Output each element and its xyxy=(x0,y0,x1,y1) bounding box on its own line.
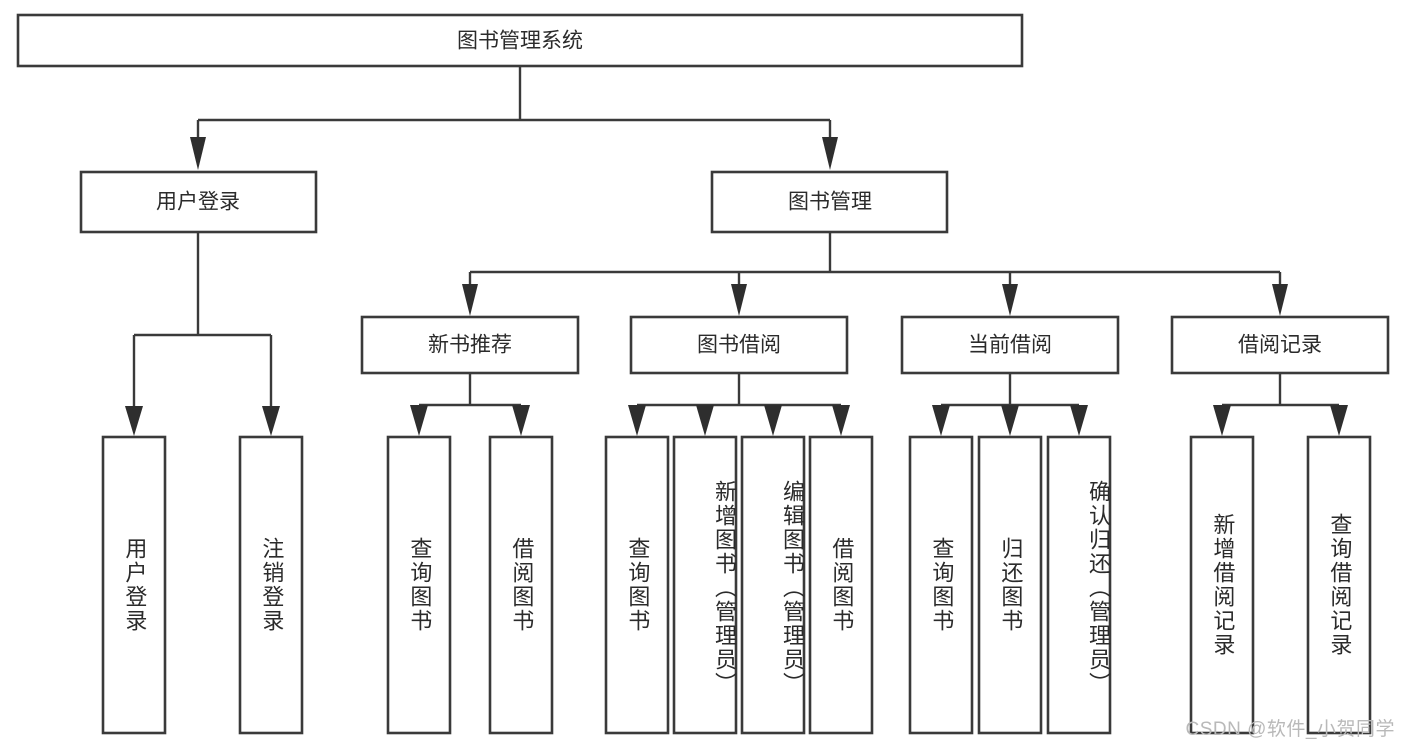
node-box-leaf-logout[interactable] xyxy=(238,435,304,735)
node-box-book-borrow[interactable] xyxy=(629,315,849,375)
node-box-leaf-bb-borrow-book[interactable] xyxy=(808,435,874,735)
arrow-ul-leaf-1 xyxy=(125,406,143,436)
node-label-user-login: 用户登录 xyxy=(156,191,240,214)
node-box-new-book-recommend[interactable] xyxy=(360,315,580,375)
connectors-book-borrow-children xyxy=(628,373,850,436)
node-label-borrow-record: 借阅记录 xyxy=(1238,334,1322,357)
arrow-to-current-borrow xyxy=(1002,284,1018,316)
watermark-text: CSDN @软件_小贺同学 xyxy=(1185,719,1395,740)
connectors-borrow-record-children xyxy=(1213,373,1348,436)
node-box-leaf-cb-confirm-return[interactable] xyxy=(1046,435,1112,735)
node-label-current-borrow: 当前借阅 xyxy=(968,334,1052,357)
connectors-book-manage-to-level3 xyxy=(462,232,1288,316)
node-box-leaf-bb-add-book[interactable] xyxy=(672,435,738,735)
node-label-root: 图书管理系统 xyxy=(457,30,583,53)
connectors-root-to-level2 xyxy=(190,65,838,170)
node-label-book-manage: 图书管理 xyxy=(788,191,872,214)
node-box-leaf-cb-query-book[interactable] xyxy=(908,435,974,735)
arrow-cb-leaf-3 xyxy=(1070,405,1088,436)
arrow-bb-leaf-4 xyxy=(832,405,850,436)
arrow-to-user-login xyxy=(190,137,206,170)
arrow-nb-leaf-2 xyxy=(512,405,530,436)
arrow-bb-leaf-2 xyxy=(696,405,714,436)
node-box-borrow-record[interactable] xyxy=(1170,315,1390,375)
node-box-book-manage[interactable] xyxy=(710,170,949,234)
connectors-current-borrow-children xyxy=(932,373,1088,436)
arrow-to-book-borrow xyxy=(731,284,747,316)
node-box-user-login[interactable] xyxy=(79,170,318,234)
arrow-cb-leaf-1 xyxy=(932,405,950,436)
node-box-root[interactable] xyxy=(16,13,1024,68)
node-label-book-borrow: 图书借阅 xyxy=(697,334,781,357)
arrow-to-book-manage xyxy=(822,137,838,170)
node-box-leaf-user-login[interactable] xyxy=(101,435,167,735)
arrow-bb-leaf-1 xyxy=(628,405,646,436)
arrow-br-leaf-2 xyxy=(1330,405,1348,436)
node-box-leaf-br-add-record[interactable] xyxy=(1189,435,1255,735)
node-box-leaf-nb-query-book[interactable] xyxy=(386,435,452,735)
arrow-nb-leaf-1 xyxy=(410,405,428,436)
arrow-ul-leaf-2 xyxy=(262,406,280,436)
node-box-leaf-nb-borrow-book[interactable] xyxy=(488,435,554,735)
node-box-current-borrow[interactable] xyxy=(900,315,1120,375)
node-box-leaf-bb-edit-book[interactable] xyxy=(740,435,806,735)
node-label-new-book-recommend: 新书推荐 xyxy=(428,334,512,357)
node-box-leaf-bb-query-book[interactable] xyxy=(604,435,670,735)
arrow-cb-leaf-2 xyxy=(1001,405,1019,436)
arrow-to-borrow-record xyxy=(1272,284,1288,316)
arrow-br-leaf-1 xyxy=(1213,405,1231,436)
node-box-leaf-br-query-record[interactable] xyxy=(1306,435,1372,735)
node-box-leaf-cb-return-book[interactable] xyxy=(977,435,1043,735)
connectors-user-login-children xyxy=(125,232,280,436)
arrow-bb-leaf-3 xyxy=(764,405,782,436)
arrow-to-new-book xyxy=(462,284,478,316)
connectors-new-book-children xyxy=(410,373,530,436)
